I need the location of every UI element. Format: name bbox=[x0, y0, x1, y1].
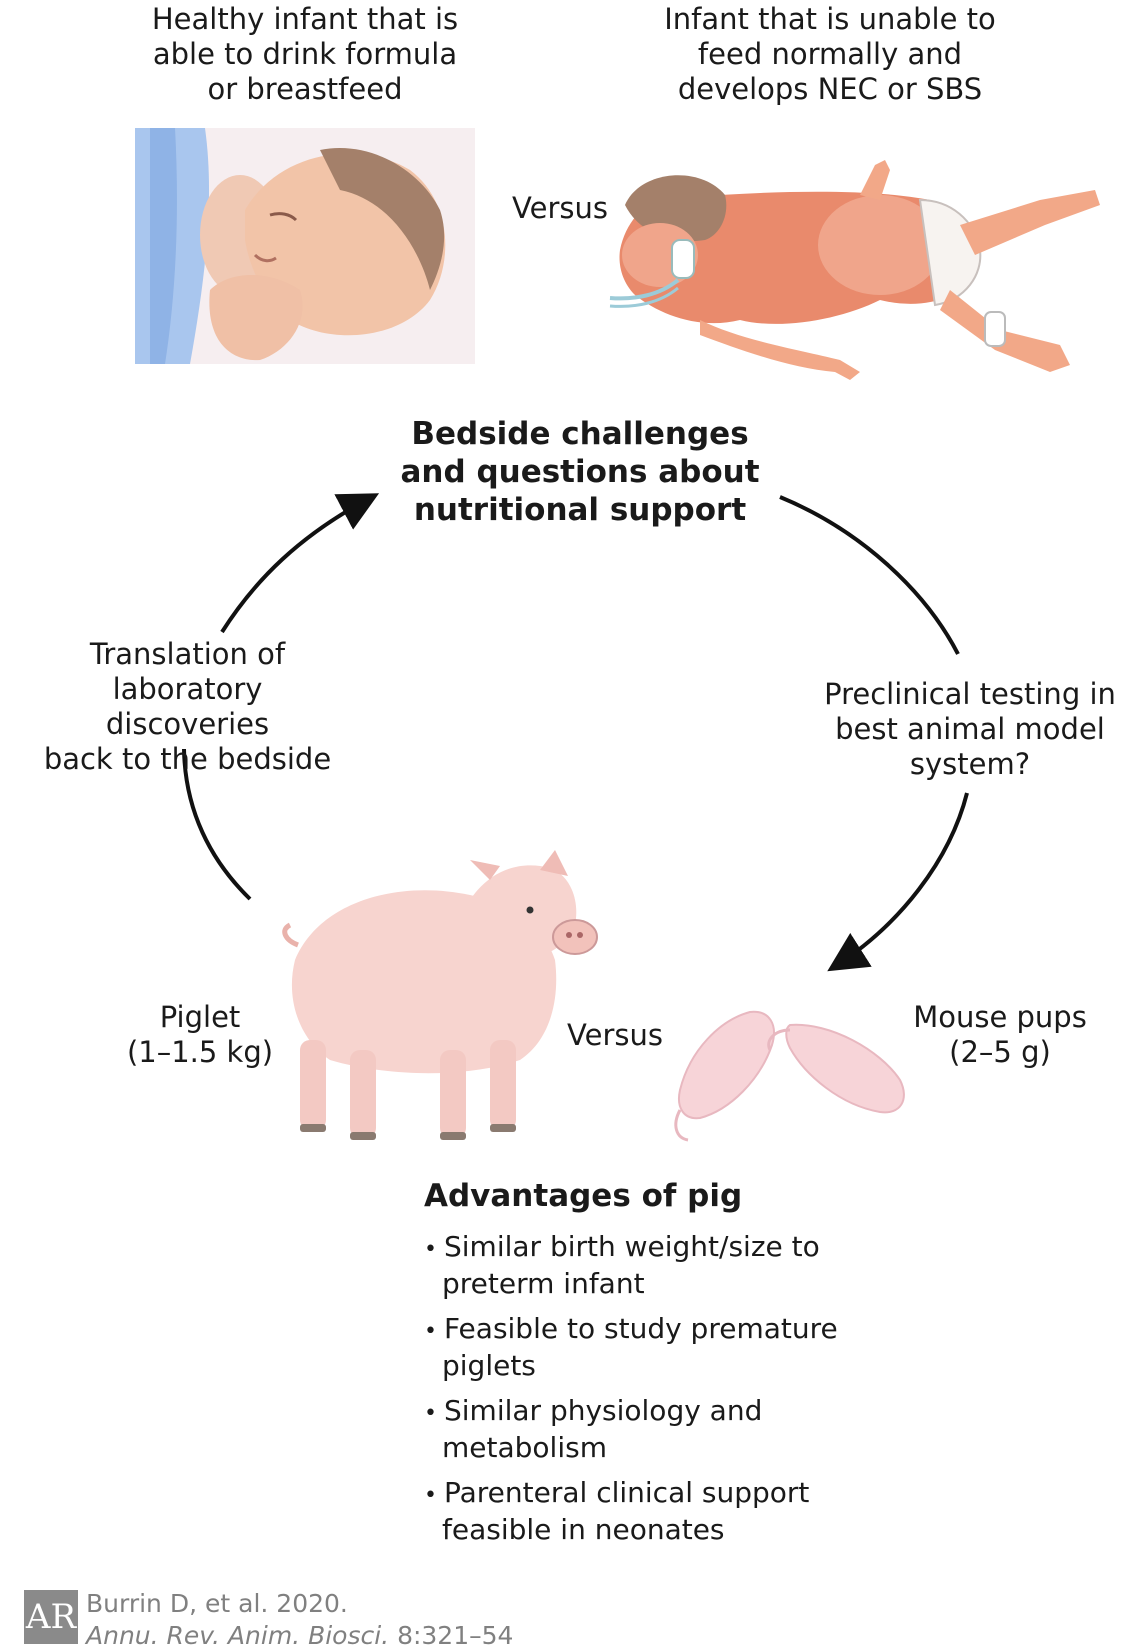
advantage-item: Similar birth weight/size to preterm inf… bbox=[420, 1230, 840, 1301]
citation-authors: Burrin D, et al. 2020. bbox=[86, 1589, 348, 1618]
sick-infant-illustration bbox=[609, 160, 1100, 380]
advantages-title: Advantages of pig bbox=[424, 1178, 743, 1214]
citation: Burrin D, et al. 2020. Annu. Rev. Anim. … bbox=[86, 1588, 513, 1652]
healthy-infant-label: Healthy infant that is able to drink for… bbox=[151, 2, 459, 106]
sick-infant-label: Infant that is unable to feed normally a… bbox=[664, 2, 996, 106]
arrow-piglet-to-translation bbox=[182, 748, 252, 901]
arrow-preclinical-to-mouse bbox=[827, 792, 969, 972]
arrow-translation-to-bedside bbox=[220, 493, 380, 634]
piglet-illustration bbox=[282, 850, 598, 1140]
citation-source: Annu. Rev. Anim. Biosci. 8:321–54 bbox=[86, 1620, 513, 1652]
cycle-arrows bbox=[182, 493, 969, 972]
annual-reviews-logo: AR bbox=[24, 1590, 78, 1644]
citation-pages: 8:321–54 bbox=[389, 1621, 514, 1650]
advantage-item: Similar physiology and metabolism bbox=[420, 1394, 840, 1465]
advantage-item: Parenteral clinical support feasible in … bbox=[420, 1476, 840, 1547]
preclinical-testing-label: Preclinical testing in best animal model… bbox=[824, 677, 1116, 781]
advantage-item: Feasible to study premature piglets bbox=[420, 1312, 840, 1383]
advantages-list: Similar birth weight/size to preterm inf… bbox=[420, 1230, 840, 1558]
versus-infants-label: Versus bbox=[512, 191, 608, 225]
mouse-pups-label: Mouse pups (2–5 g) bbox=[913, 1000, 1087, 1069]
breastfeeding-infant-illustration bbox=[135, 128, 475, 364]
mouse-pups-illustration bbox=[674, 1010, 905, 1142]
bedside-challenges-label: Bedside challenges and questions about n… bbox=[400, 416, 760, 528]
arrow-bedside-to-preclinical bbox=[779, 495, 960, 655]
piglet-label: Piglet (1–1.5 kg) bbox=[126, 1000, 274, 1069]
citation-journal: Annu. Rev. Anim. Biosci. bbox=[86, 1621, 390, 1650]
translation-label: Translation of laboratory discoveries ba… bbox=[43, 637, 332, 776]
versus-animals-label: Versus bbox=[567, 1018, 663, 1052]
